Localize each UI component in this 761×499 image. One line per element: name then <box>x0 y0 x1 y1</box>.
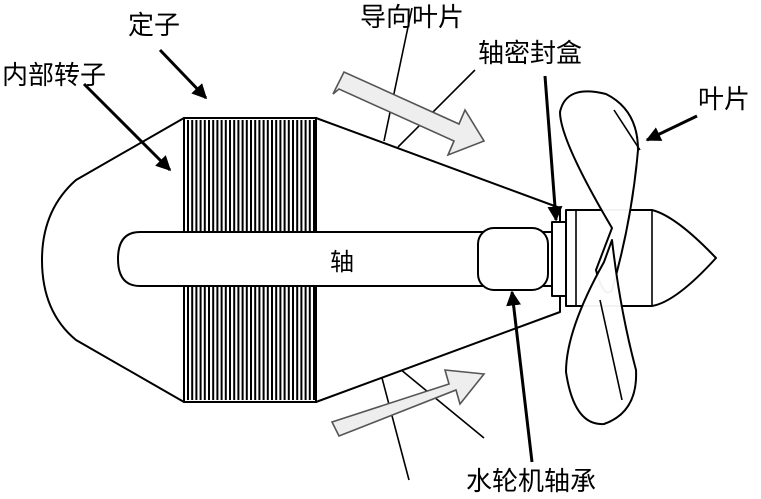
blade-label: 叶片 <box>698 85 750 115</box>
stator-label: 定子 <box>128 11 180 41</box>
inner-rotor-label: 内部转子 <box>2 61 106 91</box>
turbine-bearing-label: 水轮机轴承 <box>466 467 596 497</box>
guide-vane-label: 导向叶片 <box>360 3 464 33</box>
inner-rotor-housing <box>41 117 185 403</box>
propeller-hub <box>551 209 717 307</box>
lower-flow-arrow <box>330 369 486 438</box>
shaft <box>117 231 557 287</box>
bearing-pointer-arrow <box>506 290 534 463</box>
turbine-bearing <box>477 227 549 291</box>
shaft-seal-pointer-arrow <box>543 75 563 222</box>
inner-rotor-pointer-arrow <box>82 82 172 172</box>
upper-flow-arrow <box>332 70 486 157</box>
shaft-label: 轴 <box>330 248 354 276</box>
stator-pointer-arrow <box>158 48 208 100</box>
shaft-seal-box-label: 轴密封盒 <box>478 39 582 69</box>
blade-pointer-arrow <box>645 114 698 142</box>
propeller-blades <box>559 90 641 426</box>
upper-guide-vane <box>383 7 476 148</box>
lower-guide-vane <box>381 368 485 481</box>
